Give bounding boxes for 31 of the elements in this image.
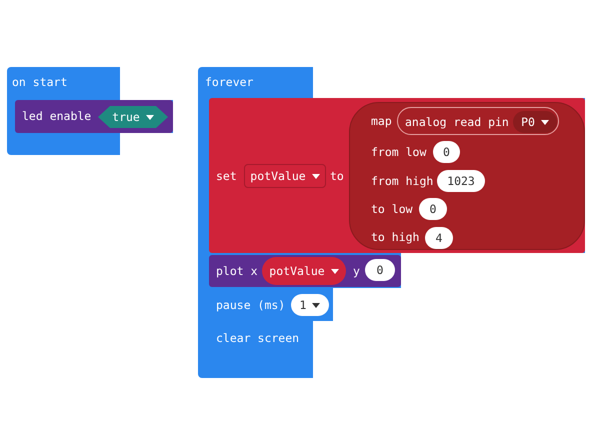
dropdown-field: true <box>98 106 168 128</box>
block-label: forever <box>205 74 254 90</box>
block-label: set <box>216 168 237 184</box>
dropdown-field: potValue <box>262 257 346 285</box>
block-label: to low <box>371 201 413 217</box>
block-label: clear screen <box>216 330 300 346</box>
reporter-block <box>349 102 585 250</box>
statement-block <box>15 100 173 133</box>
block-label: map <box>371 113 392 129</box>
number-field: 4 <box>425 227 453 249</box>
block-label: led enable <box>22 108 92 124</box>
number-field: 0 <box>365 259 395 281</box>
block-label: y <box>353 263 360 279</box>
number-field: 1023 <box>437 170 485 192</box>
event-block <box>7 67 173 155</box>
statement-block <box>209 98 585 253</box>
number-field: 0 <box>433 141 460 163</box>
block-label: analog read pin <box>405 114 509 130</box>
block-label: pause (ms) <box>216 297 286 313</box>
number-field: 0 <box>419 198 447 220</box>
statement-block <box>209 255 401 287</box>
block-label: to <box>330 168 344 184</box>
block-label: plot x <box>216 263 258 279</box>
dropdown-field: 1 <box>291 294 329 316</box>
reporter-block <box>397 107 559 135</box>
block-label: to high <box>371 229 420 245</box>
block-label: from high <box>371 173 434 189</box>
block-label: on start <box>12 74 68 90</box>
dropdown-field: potValue <box>244 164 326 188</box>
dropdown-field: P0 <box>513 111 557 133</box>
block-label: from low <box>371 144 426 160</box>
